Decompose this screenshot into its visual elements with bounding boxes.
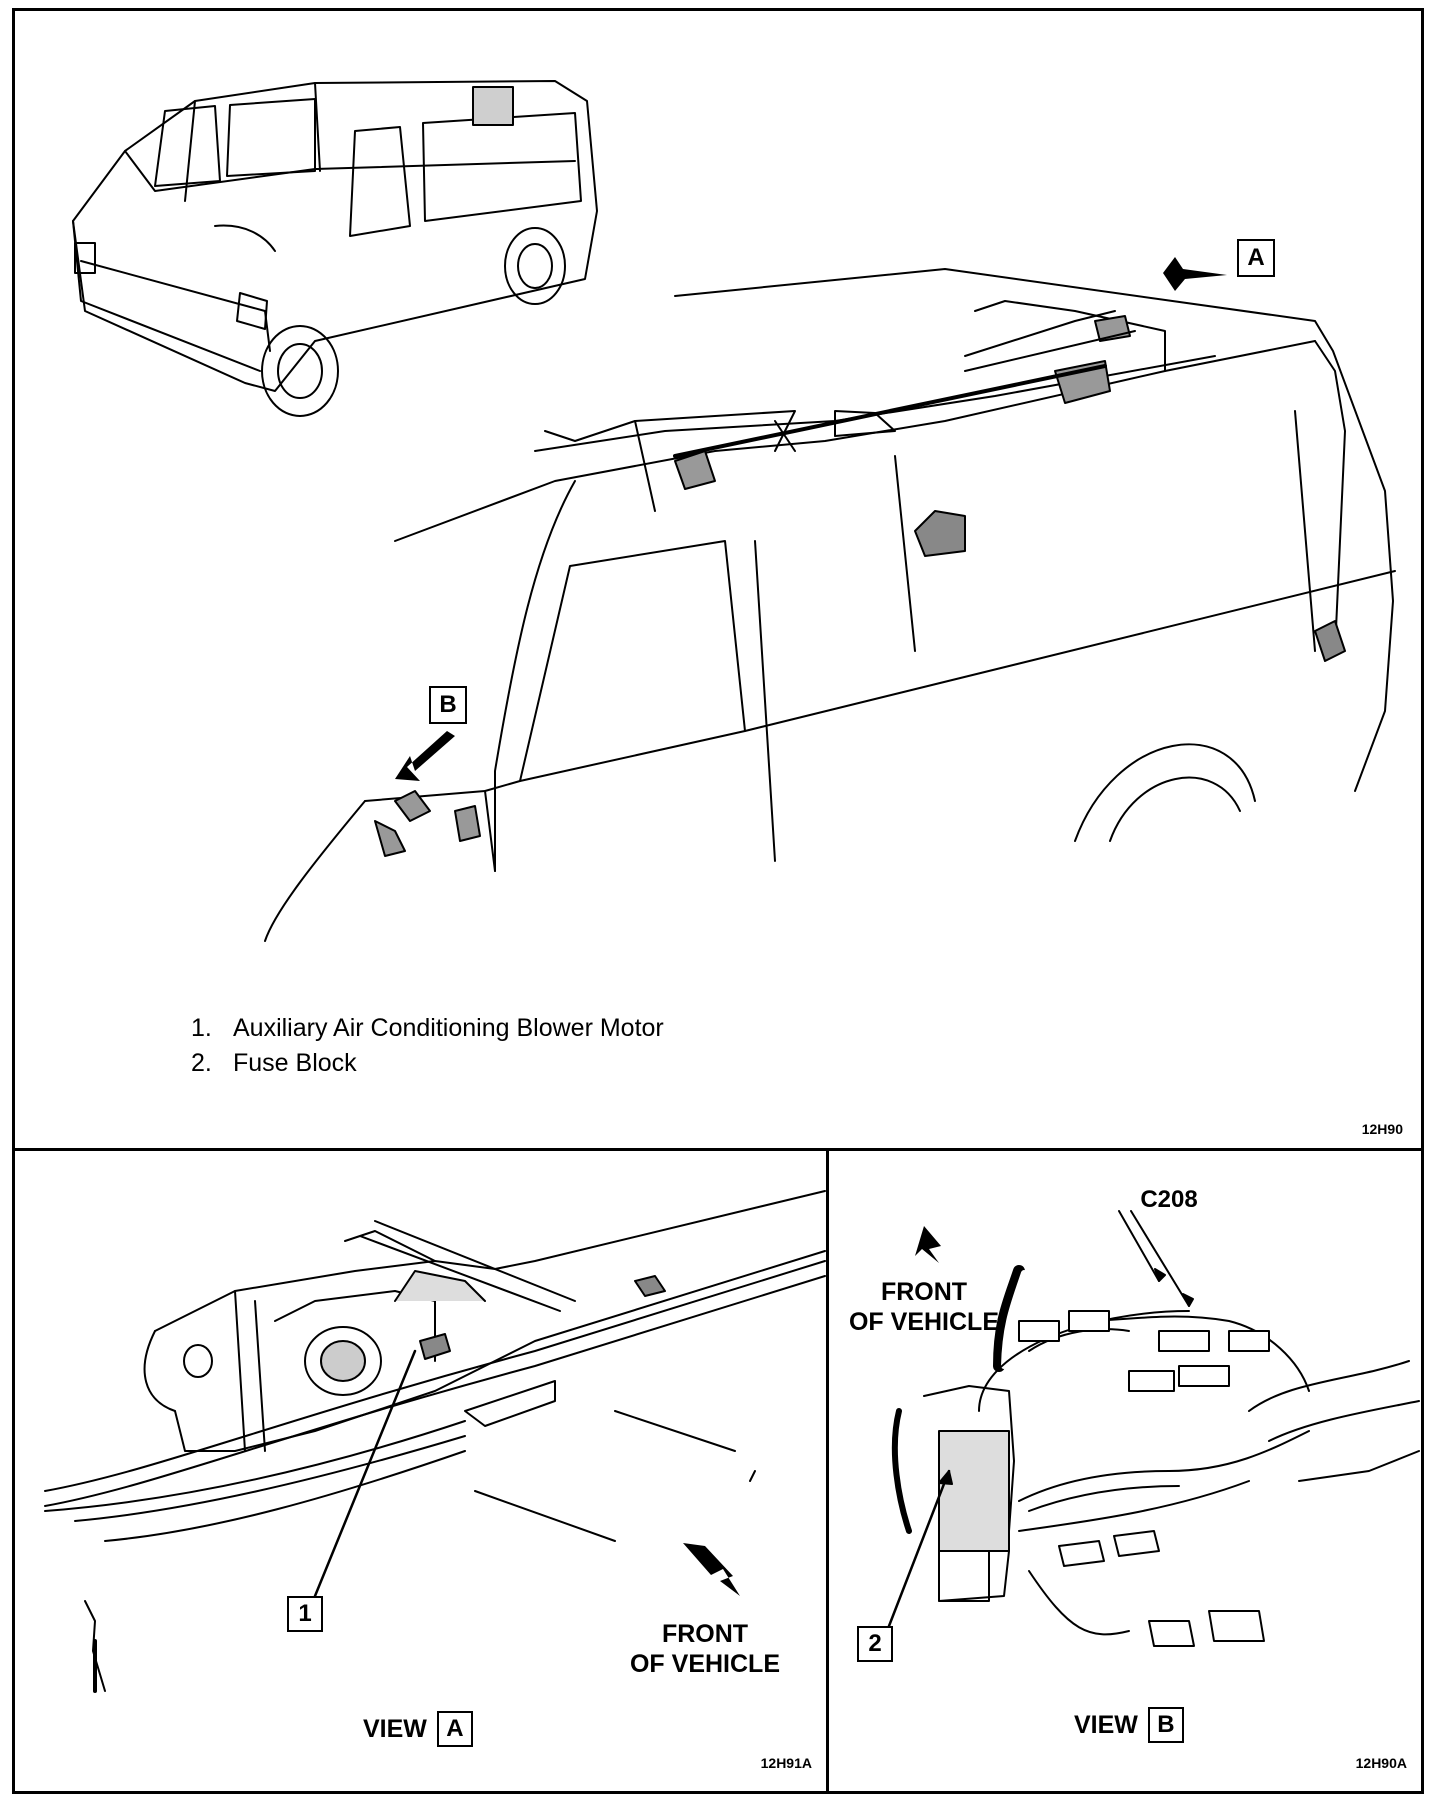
legend-item: 2. Fuse Block xyxy=(191,1046,664,1081)
legend-text: Fuse Block xyxy=(233,1049,357,1077)
van-overview-drawing xyxy=(72,80,1396,942)
view-a-drawing xyxy=(44,1190,826,1693)
front-arrow-b xyxy=(915,1226,941,1263)
front-label-line2: OF VEHICLE xyxy=(629,1650,780,1678)
front-arrow-a xyxy=(683,1543,740,1596)
view-letter: B xyxy=(1147,1707,1184,1743)
front-label-line2: OF VEHICLE xyxy=(848,1308,999,1336)
legend: 1. Auxiliary Air Conditioning Blower Moto… xyxy=(191,1011,664,1081)
view-b-panel: C208 FRONT OF VEHICLE 2 VIEW B 12H90A xyxy=(829,1151,1421,1791)
legend-number: 2. xyxy=(191,1049,212,1077)
arrow-b xyxy=(395,731,455,781)
view-word: VIEW xyxy=(363,1714,427,1743)
legend-item: 1. Auxiliary Air Conditioning Blower Moto… xyxy=(191,1011,664,1046)
view-b-drawing xyxy=(887,1210,1420,1647)
figure-code: 12H91A xyxy=(760,1755,812,1771)
figure-code: 12H90 xyxy=(1361,1121,1403,1137)
view-a-title: VIEW A xyxy=(363,1711,473,1747)
view-b-title: VIEW B xyxy=(1074,1707,1184,1743)
overview-panel: A B 1. Auxiliary Air Conditioning Blower … xyxy=(15,11,1421,1151)
view-word: VIEW xyxy=(1074,1710,1138,1739)
view-letter: A xyxy=(436,1711,473,1747)
callout-a: A xyxy=(1237,239,1275,277)
locator-van xyxy=(72,80,598,417)
main-van-drawing xyxy=(264,268,1396,942)
legend-text: Auxiliary Air Conditioning Blower Motor xyxy=(233,1014,664,1042)
connector-label-c208: C208 xyxy=(1140,1186,1198,1213)
front-label-line1: FRONT xyxy=(661,1620,749,1648)
arrow-a xyxy=(1163,257,1227,291)
figure-code: 12H90A xyxy=(1355,1755,1407,1771)
callout-b: B xyxy=(429,686,467,724)
callout-1: 1 xyxy=(287,1596,323,1632)
callout-2: 2 xyxy=(857,1626,893,1662)
diagram-frame: A B 1. Auxiliary Air Conditioning Blower … xyxy=(12,8,1424,1794)
front-label-line1: FRONT xyxy=(880,1278,968,1306)
view-a-panel: 1 FRONT OF VEHICLE VIEW A 12H91A xyxy=(15,1151,829,1791)
front-of-vehicle-label: FRONT OF VEHICLE xyxy=(615,1619,795,1679)
front-of-vehicle-label: FRONT OF VEHICLE xyxy=(839,1277,1009,1337)
legend-number: 1. xyxy=(191,1014,212,1042)
